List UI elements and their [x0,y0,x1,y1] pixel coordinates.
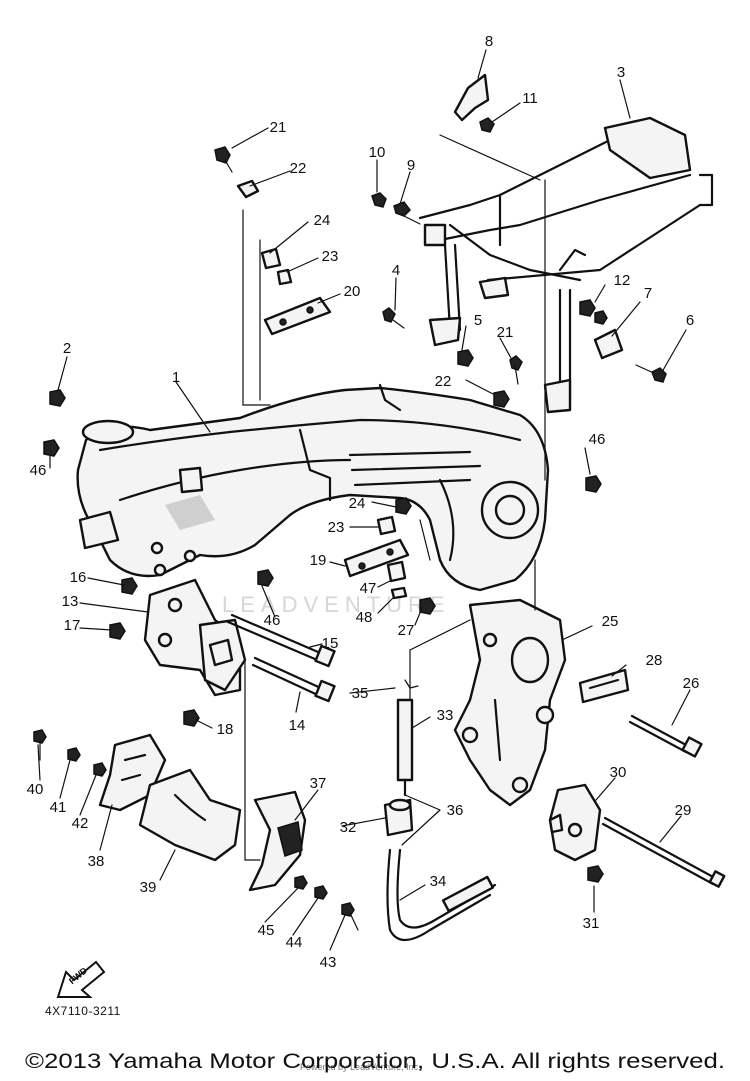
callout-32: 32 [340,819,357,836]
callout-46-b: 46 [264,612,281,629]
callout-43: 43 [320,954,337,971]
callout-15: 15 [322,635,339,652]
callout-31: 31 [583,915,600,932]
assembly-guide-lines [242,134,546,861]
callout-24-a: 24 [314,212,331,229]
engine-mount-bracket-left [143,578,247,697]
callout-1: 1 [172,369,180,386]
callout-20: 20 [344,283,361,300]
callout-3: 3 [617,64,625,81]
callout-labels: 1 2 3 4 5 6 7 8 9 10 11 12 13 14 15 16 1… [27,33,700,971]
leader-lines [37,49,691,951]
callout-28: 28 [646,652,663,669]
callout-46-c: 46 [589,431,606,448]
callout-34: 34 [430,873,447,890]
damper-and-hoses [383,679,497,942]
callout-2: 2 [63,340,71,357]
main-frame-part [76,383,550,592]
callout-22-a: 22 [290,160,307,177]
rear-frame-part [418,116,714,414]
callout-46-a: 46 [30,462,47,479]
callout-33: 33 [437,707,454,724]
fwd-arrow-icon: FWD [56,960,106,998]
callout-23-a: 23 [322,248,339,265]
callout-25: 25 [602,613,619,630]
long-bolts [226,613,726,888]
callout-27: 27 [398,622,415,639]
callout-22-b: 22 [435,373,452,390]
callout-11: 11 [522,90,538,107]
callout-19: 19 [310,552,327,569]
callout-29: 29 [675,802,692,819]
callout-10: 10 [369,144,386,161]
callout-36: 36 [447,802,464,819]
watermark: LEADVENTURE [222,592,451,617]
callout-21-b: 21 [497,324,514,341]
copyright-overlap-text: Powered by LeadVenture, Inc. [300,1062,421,1072]
callout-8: 8 [485,33,493,50]
callout-40: 40 [27,781,44,798]
callout-9: 9 [407,157,415,174]
callout-18: 18 [217,721,234,738]
callout-41: 41 [50,799,67,816]
callout-35: 35 [352,685,369,702]
callout-26: 26 [683,675,700,692]
copyright-text: ©2013 Yamaha Motor Corporation, U.S.A. A… [25,1050,725,1073]
callout-38: 38 [88,853,105,870]
callout-37: 37 [310,775,327,792]
callout-24-b: 24 [349,495,366,512]
callout-6: 6 [686,312,694,329]
engine-mount-bracket-right [453,598,567,807]
guard-37-part [248,790,307,892]
callout-23-b: 23 [328,519,345,536]
undercover-39-part [138,768,242,862]
callout-7: 7 [644,285,652,302]
callout-48: 48 [356,609,373,626]
callout-45: 45 [258,922,275,939]
callout-12: 12 [614,272,631,289]
callout-16: 16 [70,569,87,586]
bracket-30-part [548,783,602,862]
callout-30: 30 [610,764,627,781]
fasteners [33,73,667,931]
callout-13: 13 [62,593,79,610]
callout-44: 44 [286,934,303,951]
callout-42: 42 [72,815,89,832]
callout-17: 17 [64,617,81,634]
callout-5: 5 [474,312,482,329]
callout-47: 47 [360,580,377,597]
callout-21-a: 21 [270,119,287,136]
drawing-code: 4X7110-3211 [45,1004,121,1018]
callout-14: 14 [289,717,306,734]
callout-39: 39 [140,879,157,896]
clip-28-part [578,668,630,704]
callout-4: 4 [392,262,400,279]
